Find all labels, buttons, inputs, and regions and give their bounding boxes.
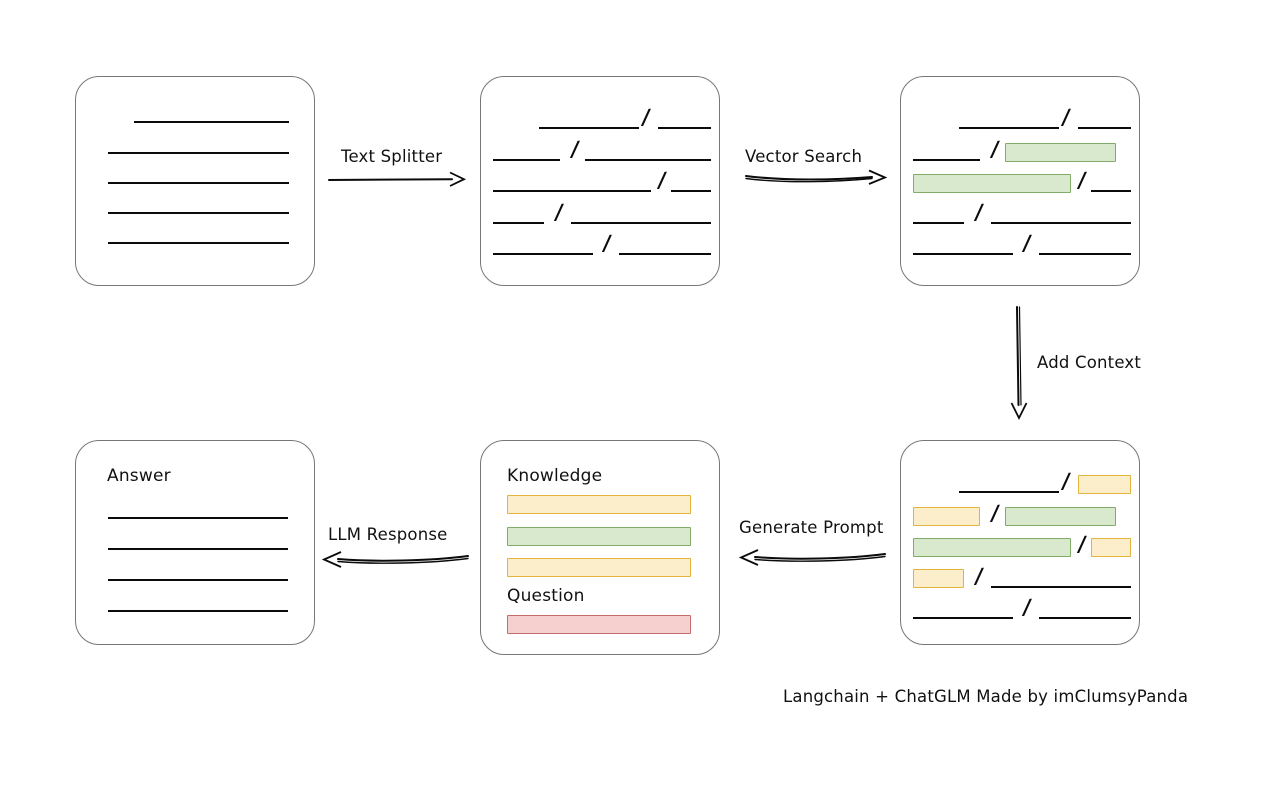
- matched-chunk-green[interactable]: [1005, 143, 1116, 162]
- context-chunk-green[interactable]: [913, 538, 1071, 557]
- knowledge-chunk-green[interactable]: [507, 527, 691, 546]
- arrow-vector-search: [745, 169, 888, 185]
- split-slash: /: [1021, 595, 1033, 619]
- document-line: [108, 212, 289, 214]
- document-line: [493, 190, 651, 192]
- credit-text: Langchain + ChatGLM Made by imClumsyPand…: [783, 687, 1189, 706]
- split-slash: /: [1060, 469, 1072, 493]
- source-document-box[interactable]: [75, 76, 315, 286]
- document-line: [658, 127, 711, 129]
- knowledge-chunk-yellow[interactable]: [507, 558, 691, 577]
- split-slash: /: [1021, 231, 1033, 255]
- document-line: [959, 491, 1059, 493]
- edge-label-vector-search: Vector Search: [745, 147, 863, 166]
- split-slash: /: [989, 137, 1001, 161]
- answer-box[interactable]: Answer: [75, 440, 315, 645]
- document-line: [671, 190, 711, 192]
- matched-chunk-green[interactable]: [913, 174, 1071, 193]
- split-slash: /: [569, 137, 581, 161]
- document-line: [619, 253, 711, 255]
- arrow-generate-prompt: [738, 549, 886, 566]
- document-line: [108, 610, 288, 612]
- context-chunk-green[interactable]: [1005, 507, 1116, 526]
- document-line: [108, 517, 288, 519]
- prompt-box[interactable]: Knowledge Question: [480, 440, 720, 655]
- knowledge-label: Knowledge: [507, 466, 603, 486]
- context-chunk-yellow[interactable]: [1078, 475, 1131, 494]
- document-line: [493, 159, 560, 161]
- document-line: [1078, 127, 1131, 129]
- split-document-box[interactable]: / / / / /: [480, 76, 720, 286]
- arrow-text-splitter: [328, 171, 467, 187]
- split-slash: /: [553, 200, 565, 224]
- document-line: [539, 127, 639, 129]
- document-line: [493, 253, 593, 255]
- edge-label-text-splitter: Text Splitter: [341, 147, 443, 166]
- answer-label: Answer: [107, 466, 171, 486]
- split-slash: /: [656, 168, 668, 192]
- split-slash: /: [989, 501, 1001, 525]
- document-line: [959, 127, 1059, 129]
- document-line: [493, 222, 544, 224]
- document-line: [134, 121, 289, 123]
- document-line: [991, 222, 1131, 224]
- edge-label-generate-prompt: Generate Prompt: [739, 518, 884, 537]
- split-slash: /: [1076, 532, 1088, 556]
- document-line: [1039, 617, 1131, 619]
- knowledge-chunk-yellow[interactable]: [507, 495, 691, 514]
- context-document-box[interactable]: / / / / /: [900, 440, 1140, 645]
- question-label: Question: [507, 586, 585, 606]
- split-slash: /: [973, 564, 985, 588]
- document-line: [571, 222, 711, 224]
- vector-matched-document-box[interactable]: / / / / /: [900, 76, 1140, 286]
- split-slash: /: [1076, 168, 1088, 192]
- document-line: [585, 159, 711, 161]
- split-slash: /: [640, 105, 652, 129]
- document-line: [108, 548, 288, 550]
- document-line: [108, 579, 288, 581]
- arrow-llm-response: [321, 551, 469, 568]
- document-line: [108, 182, 289, 184]
- document-line: [913, 159, 980, 161]
- edge-label-add-context: Add Context: [1037, 353, 1142, 372]
- split-slash: /: [1060, 105, 1072, 129]
- edge-label-llm-response: LLM Response: [328, 525, 448, 544]
- split-slash: /: [973, 200, 985, 224]
- context-chunk-yellow[interactable]: [913, 569, 964, 588]
- question-chunk-red[interactable]: [507, 615, 691, 634]
- document-line: [991, 586, 1131, 588]
- document-line: [1039, 253, 1131, 255]
- context-chunk-yellow[interactable]: [913, 507, 980, 526]
- document-line: [1091, 190, 1131, 192]
- arrow-add-context: [1010, 306, 1028, 421]
- document-line: [913, 617, 1013, 619]
- split-slash: /: [601, 231, 613, 255]
- document-line: [913, 253, 1013, 255]
- document-line: [108, 242, 289, 244]
- context-chunk-yellow[interactable]: [1091, 538, 1131, 557]
- document-line: [913, 222, 964, 224]
- document-line: [108, 152, 289, 154]
